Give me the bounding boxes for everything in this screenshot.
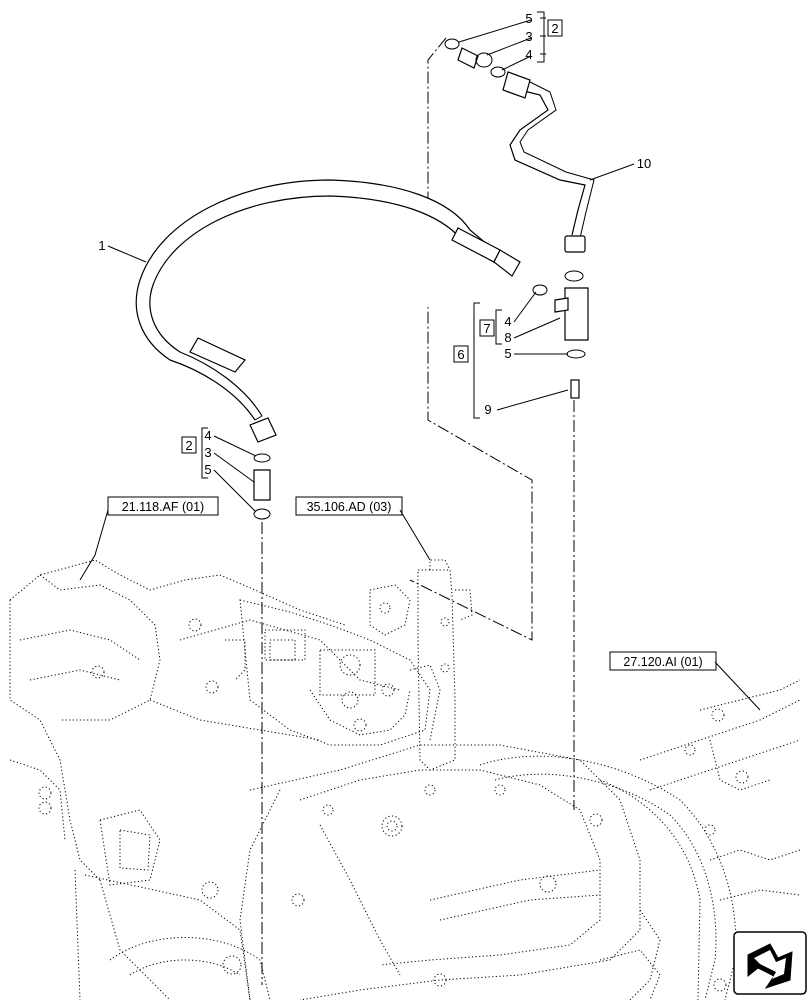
callout-4-right: 4 [504,314,511,329]
callout-2-top: 2 [551,21,558,36]
svg-text:35.106.AD (03): 35.106.AD (03) [307,500,392,514]
reference-21-118-af[interactable]: 21.118.AF (01) [107,496,219,516]
callout-3-left: 3 [204,445,211,460]
reference-boxes: 21.118.AF (01) 35.106.AD (03) 27.120.AI … [107,496,717,671]
next-page-arrow-icon[interactable] [733,931,807,995]
callout-6: 6 [457,347,464,362]
callout-9: 9 [484,402,491,417]
hydraulic-hose-1 [135,179,521,443]
callout-2-left: 2 [185,438,192,453]
reference-27-120-ai[interactable]: 27.120.AI (01) [609,651,717,671]
alignment-centerlines [261,37,575,985]
fitting-set-left [253,453,271,520]
callout-4-left: 4 [204,428,211,443]
callout-5-left: 5 [204,462,211,477]
leader-lines [79,11,761,711]
callout-8: 8 [504,330,511,345]
callout-5-top: 5 [525,11,532,26]
hydraulic-tube-10 [502,71,595,253]
reference-35-106-ad[interactable]: 35.106.AD (03) [295,496,403,516]
callout-1: 1 [98,238,105,253]
callout-4-top: 4 [525,47,532,62]
fitting-set-right [532,270,589,399]
transmission-housing-outline [9,559,801,1000]
callout-5-right: 5 [504,346,511,361]
callout-labels: 5 3 4 2 10 1 4 8 5 7 6 9 4 3 5 2 [98,11,651,477]
svg-text:21.118.AF (01): 21.118.AF (01) [122,500,204,514]
svg-text:27.120.AI (01): 27.120.AI (01) [623,655,702,669]
callout-3-top: 3 [525,29,532,44]
callout-10: 10 [637,156,651,171]
callout-7: 7 [483,321,490,336]
fitting-set-top [444,38,506,78]
